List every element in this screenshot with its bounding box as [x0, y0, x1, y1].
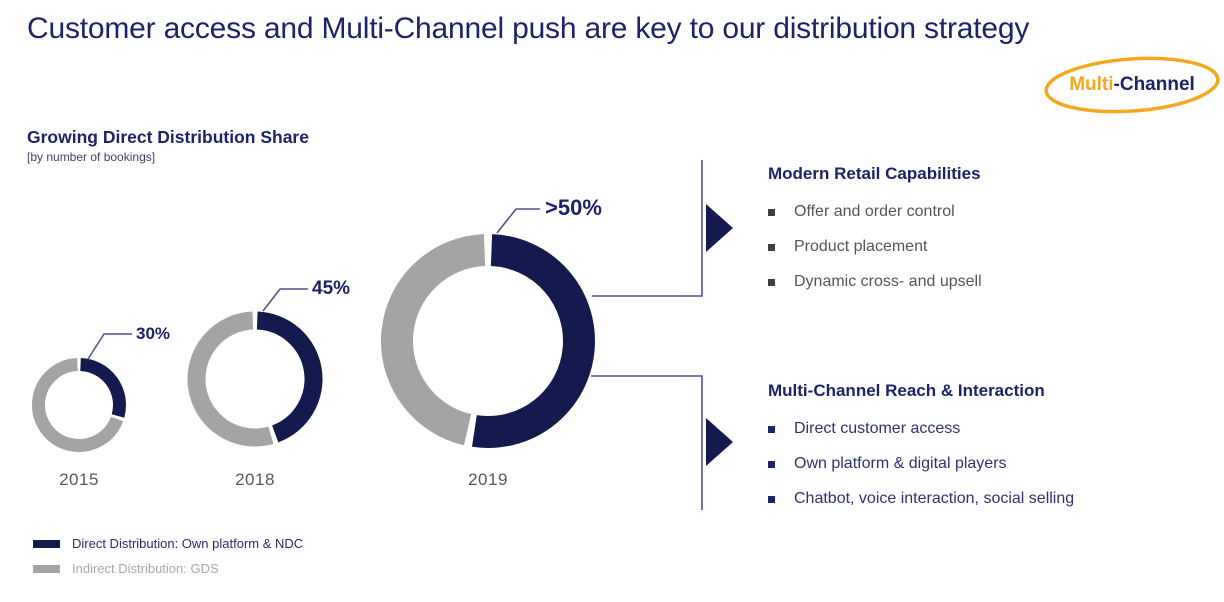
- list-item: Product placement: [768, 236, 1198, 258]
- year-label-2018: 2018: [235, 470, 275, 489]
- donut-2018-indirect-arc: [187, 311, 274, 447]
- donut-2015-indirect-arc: [32, 358, 124, 452]
- list-item-label: Dynamic cross- and upsell: [794, 273, 982, 290]
- square-bullet-icon: [768, 208, 775, 216]
- legend-label-direct: Direct Distribution: Own platform & NDC: [72, 536, 304, 551]
- legend-item-indirect: Indirect Distribution: GDS: [33, 561, 219, 576]
- donut-2015-direct-arc: [79, 358, 126, 418]
- list-item-label: Direct customer access: [794, 420, 961, 437]
- panel-multi-channel-list: Direct customer access Own platform & di…: [768, 418, 1198, 510]
- donut-charts: [32, 234, 595, 452]
- panel-modern-retail-heading: Modern Retail Capabilities: [768, 164, 981, 183]
- callout-line-2018: [262, 288, 308, 312]
- square-bullet-icon: [768, 495, 775, 503]
- legend-swatch-indirect: [33, 564, 60, 573]
- square-bullet-icon: [768, 278, 775, 286]
- badge-ellipse-icon: [1044, 56, 1220, 114]
- page-title: Customer access and Multi-Channel push a…: [27, 12, 1030, 45]
- connector-line-top: [592, 160, 703, 297]
- callout-line-2015: [87, 333, 132, 360]
- panel-multi-channel-heading: Multi-Channel Reach & Interaction: [768, 381, 1045, 400]
- legend-label-indirect: Indirect Distribution: GDS: [72, 561, 219, 576]
- multi-channel-badge: Multi-Channel: [1040, 52, 1224, 118]
- badge-label-channel: -Channel: [1113, 74, 1195, 95]
- data-label-2018: 45%: [312, 278, 351, 299]
- chart-subtitle: [by number of bookings]: [27, 150, 156, 164]
- badge-label: Multi-Channel: [1040, 52, 1224, 118]
- legend-swatch-direct: [33, 539, 60, 548]
- list-item: Offer and order control: [768, 201, 1198, 223]
- data-label-2019: >50%: [545, 195, 602, 220]
- donut-2019-direct-arc: [472, 234, 595, 448]
- list-item-label: Offer and order control: [794, 203, 955, 220]
- square-bullet-icon: [768, 425, 775, 433]
- callout-line-2019: [496, 208, 540, 234]
- arrow-right-icon-bottom: [706, 418, 733, 466]
- legend-item-direct: Direct Distribution: Own platform & NDC: [33, 536, 303, 551]
- arrow-right-icon-top: [706, 204, 733, 252]
- list-item: Dynamic cross- and upsell: [768, 271, 1198, 293]
- chart-title: Growing Direct Distribution Share: [27, 127, 309, 147]
- list-item: Chatbot, voice interaction, social selli…: [768, 488, 1198, 510]
- square-bullet-icon: [768, 460, 775, 468]
- donut-2019-indirect-arc: [381, 234, 486, 446]
- list-item-label: Chatbot, voice interaction, social selli…: [794, 490, 1075, 507]
- badge-label-multi: Multi: [1069, 74, 1114, 95]
- list-item-label: Product placement: [794, 238, 928, 255]
- square-bullet-icon: [768, 243, 775, 251]
- list-item-label: Own platform & digital players: [794, 455, 1007, 472]
- list-item: Own platform & digital players: [768, 453, 1198, 475]
- panel-modern-retail: Modern Retail Capabilities Offer and ord…: [768, 164, 1198, 306]
- donut-2018-direct-arc: [256, 311, 323, 443]
- year-label-2015: 2015: [59, 470, 99, 489]
- panel-multi-channel: Multi-Channel Reach & Interaction Direct…: [768, 381, 1198, 523]
- panel-modern-retail-list: Offer and order control Product placemen…: [768, 201, 1198, 293]
- list-item: Direct customer access: [768, 418, 1198, 440]
- year-label-2019: 2019: [468, 470, 508, 489]
- data-label-2015: 30%: [136, 324, 171, 343]
- connector-line-bottom: [591, 375, 703, 510]
